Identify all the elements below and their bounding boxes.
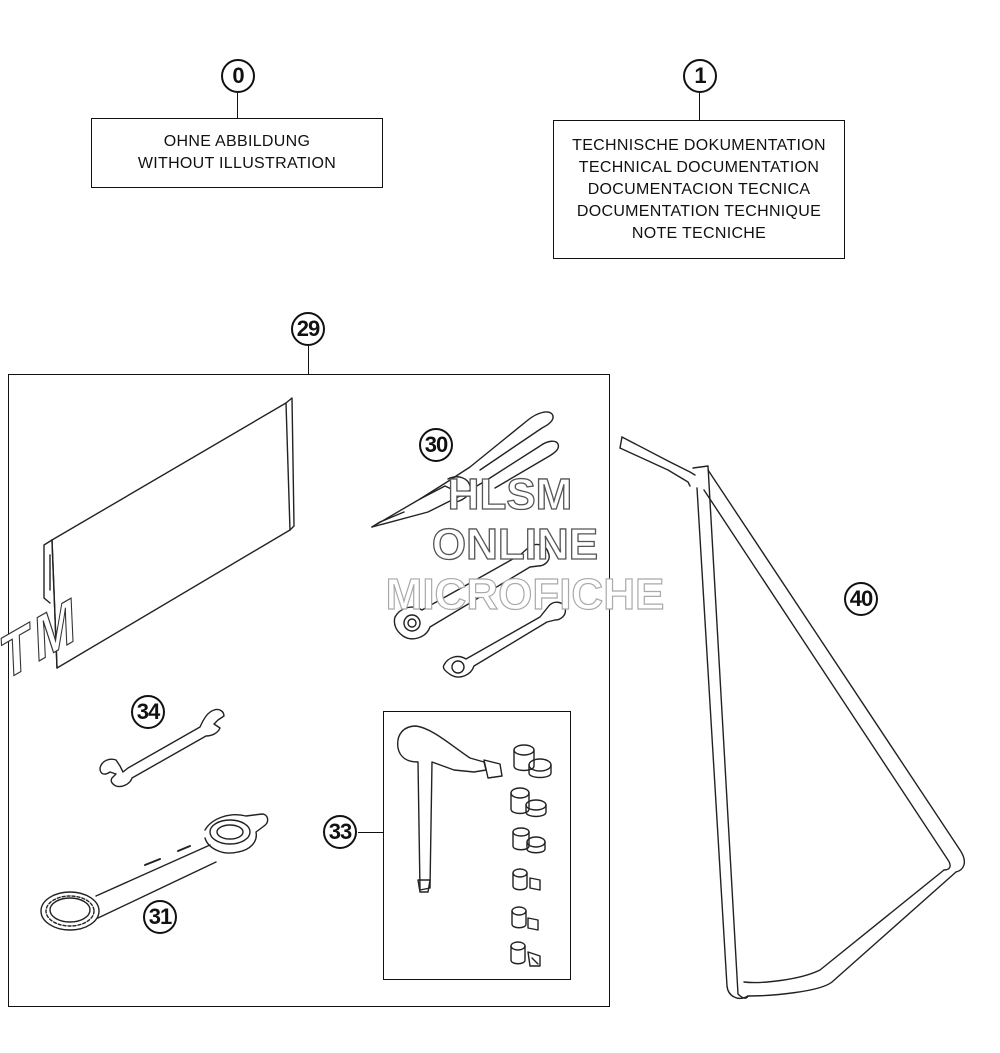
note-line: TECHNISCHE DOKUMENTATION [572, 136, 826, 154]
socket-bit[interactable] [512, 868, 541, 891]
t-handle-hex-key[interactable] [397, 725, 503, 893]
socket-bit[interactable] [510, 941, 541, 967]
note-line: TECHNICAL DOCUMENTATION [578, 158, 820, 176]
note-line: OHNE ABBILDUNG [163, 133, 311, 150]
leader-line-33 [358, 832, 384, 833]
socket-bit[interactable] [513, 744, 552, 779]
callout-29[interactable]: 29 [291, 312, 325, 346]
callout-31[interactable]: 31 [143, 900, 177, 934]
tool-bag[interactable] [43, 397, 295, 669]
socket-bit[interactable] [511, 906, 539, 931]
pliers[interactable] [371, 411, 560, 528]
open-end-wrench[interactable] [99, 708, 225, 788]
leader-line-1 [699, 93, 700, 121]
callout-0[interactable]: 0 [221, 59, 255, 93]
watermark-line-2: ONLINE [431, 519, 599, 569]
combination-wrench-large[interactable] [393, 543, 550, 640]
leader-line-29 [308, 346, 309, 375]
note-box-documentation: TECHNISCHE DOKUMENTATION TECHNICAL DOCUM… [553, 120, 845, 259]
bag-logo: KTM [0, 585, 85, 716]
ring-spanner-wrench[interactable] [40, 813, 269, 931]
watermark-line-1: HLSM [447, 469, 573, 519]
callout-33[interactable]: 33 [323, 815, 357, 849]
socket-set-group-box [383, 711, 571, 980]
combination-wrench-small[interactable] [442, 601, 567, 678]
note-line: WITHOUT ILLUSTRATION [137, 155, 337, 172]
note-line: DOCUMENTACION TECNICA [587, 180, 811, 198]
note-box-no-illustration: OHNE ABBILDUNG WITHOUT ILLUSTRATION [91, 118, 383, 188]
leader-line-0 [237, 93, 238, 119]
callout-40[interactable]: 40 [844, 582, 878, 616]
side-stand[interactable] [619, 436, 966, 1000]
tool-kit-group-box [8, 374, 610, 1007]
callout-34[interactable]: 34 [131, 695, 165, 729]
watermark-line-3: MICROFICHE [385, 569, 665, 619]
socket-bit[interactable] [510, 787, 547, 818]
callout-30[interactable]: 30 [419, 428, 453, 462]
callout-1[interactable]: 1 [683, 59, 717, 93]
note-line: NOTE TECNICHE [631, 224, 767, 242]
note-line: DOCUMENTATION TECHNIQUE [576, 202, 822, 220]
socket-bit[interactable] [512, 827, 546, 854]
